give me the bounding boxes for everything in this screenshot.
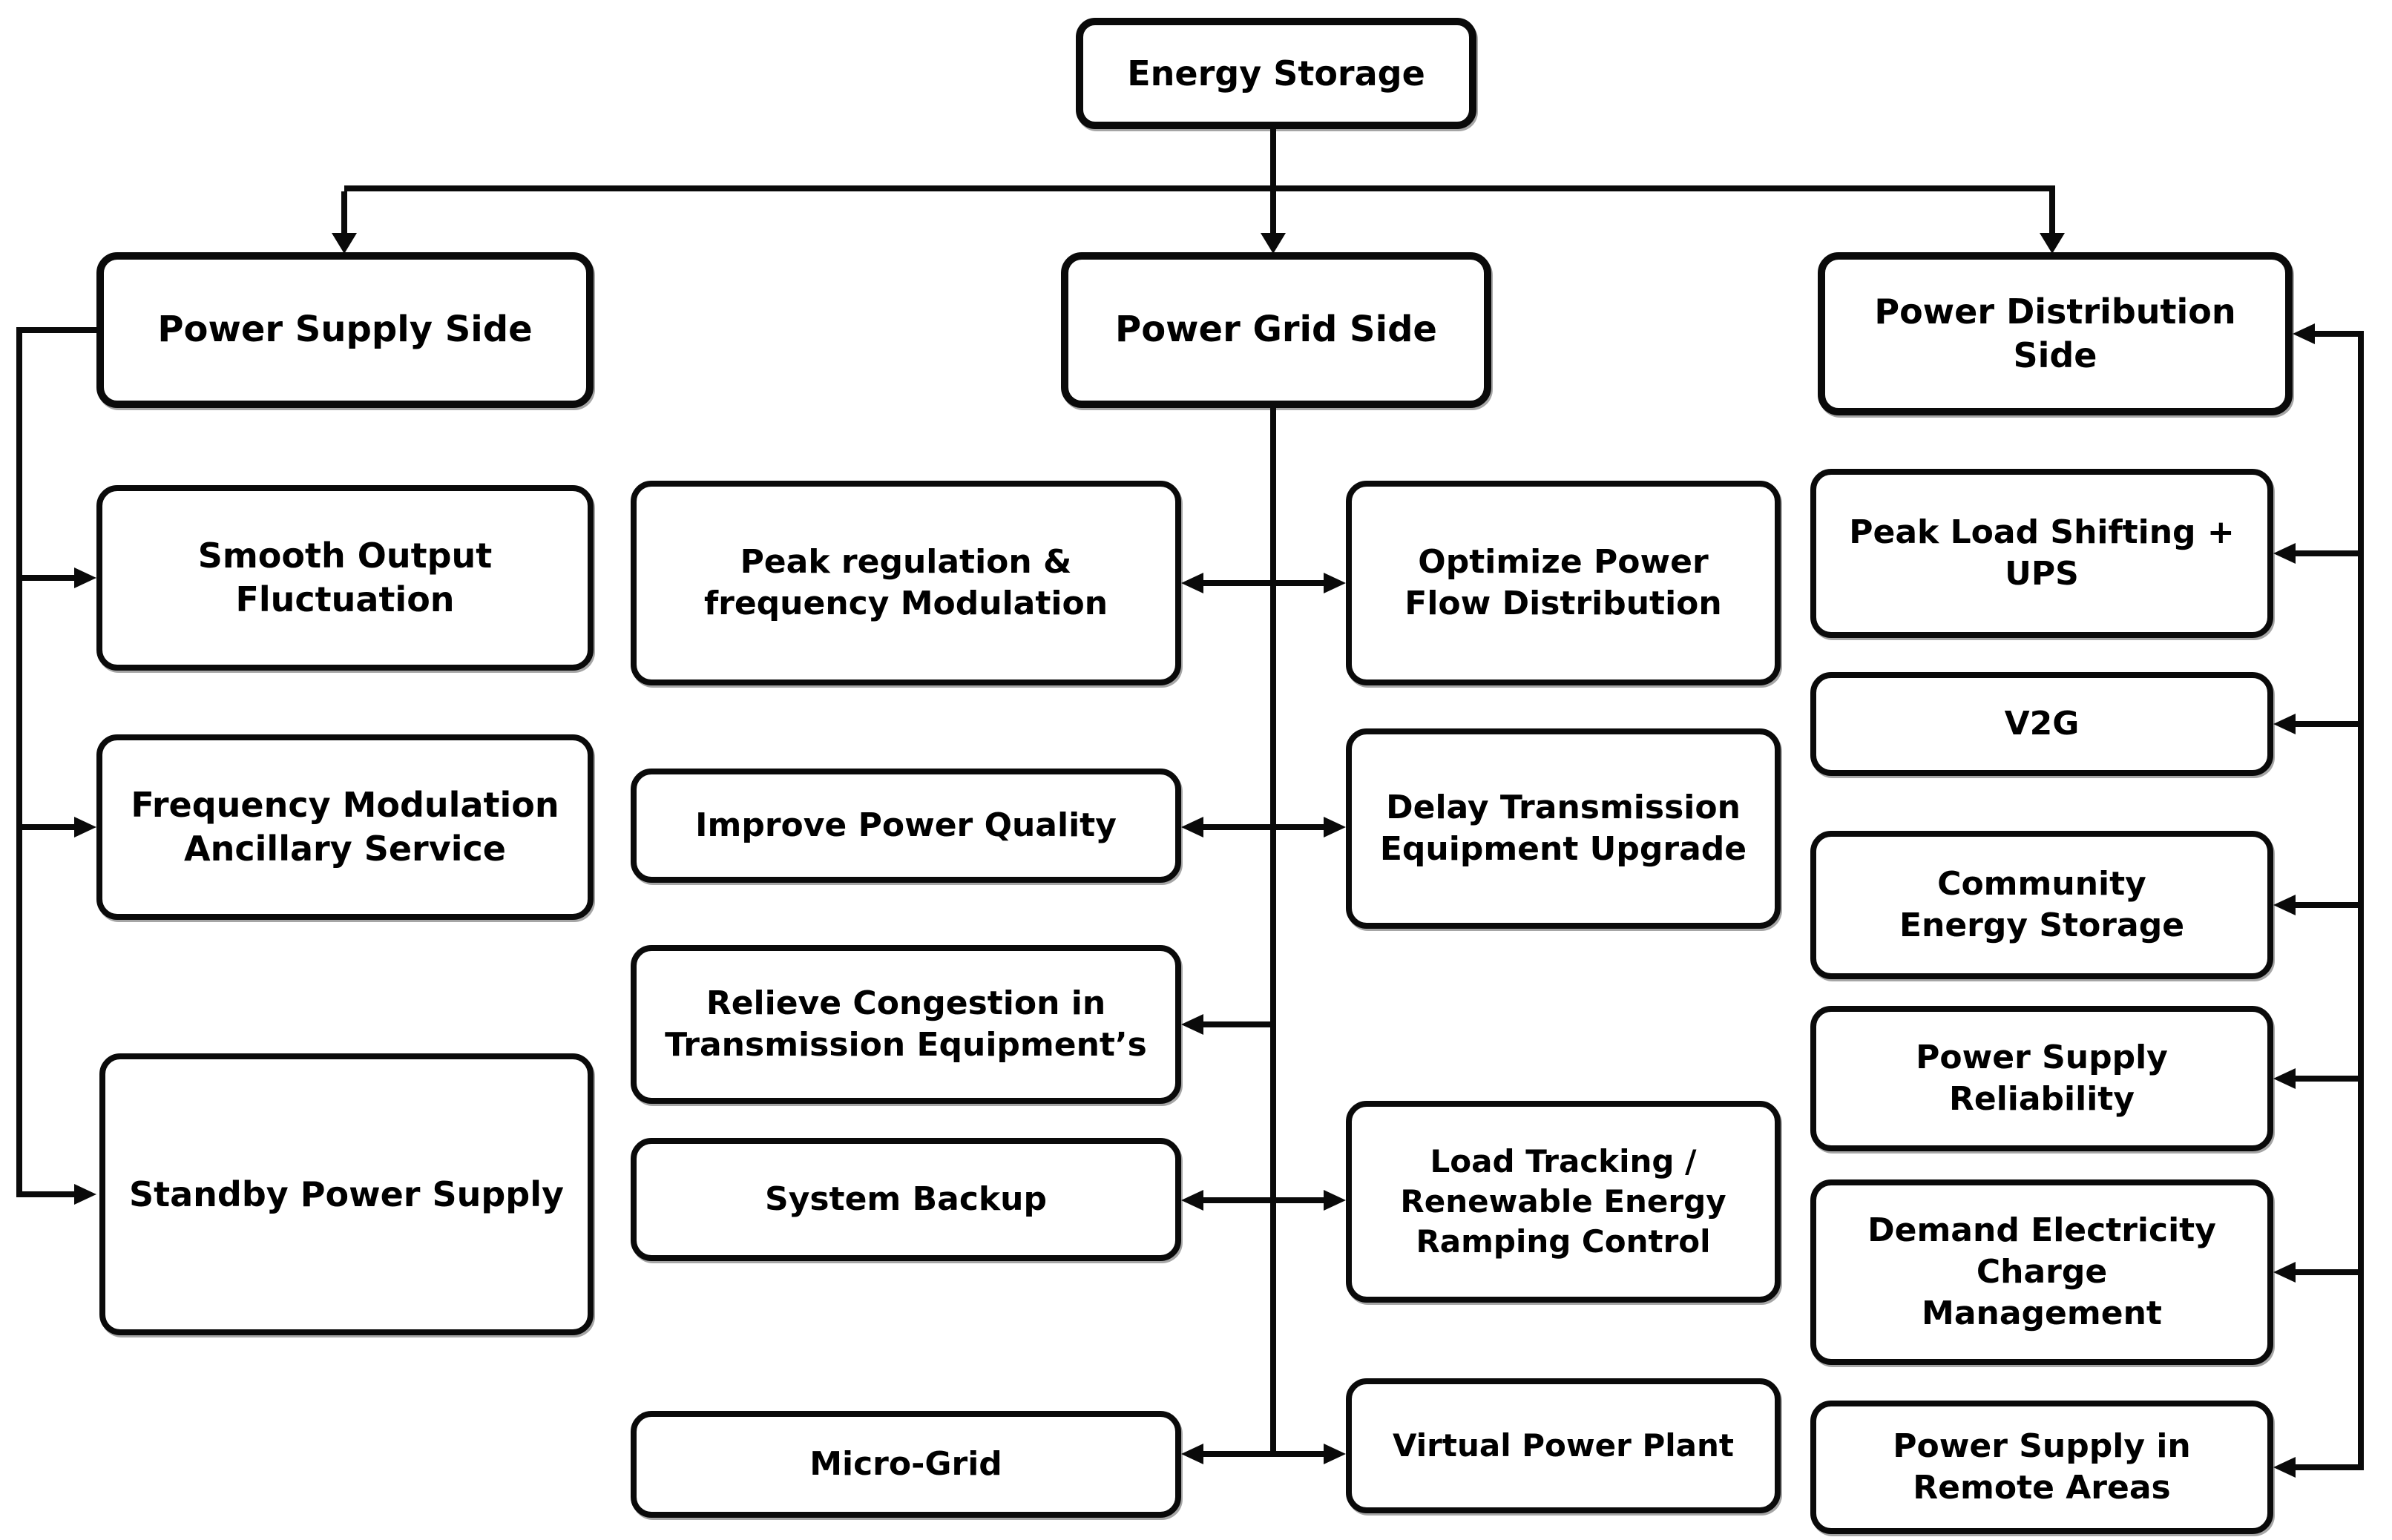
node-label: Power Supply Side: [157, 309, 533, 351]
node-frequency-modulation-ancillary-service: Frequency Modulation Ancillary Service: [96, 734, 594, 920]
edge-branch-distribution-header: [2312, 331, 2361, 337]
arrow-into-community-icon: [2273, 895, 2296, 915]
node-label: Demand Electricity Charge Management: [1867, 1211, 2216, 1333]
arrow-into-reliability-icon: [2273, 1068, 2296, 1089]
arrow-down-into-supply-icon: [332, 233, 357, 254]
edge-drop-to-distribution: [2049, 191, 2055, 234]
node-label: Community Energy Storage: [1899, 864, 2185, 944]
node-system-backup: System Backup: [631, 1138, 1181, 1261]
edge-center-trunk: [1270, 408, 1276, 1457]
node-label: Improve Power Quality: [695, 806, 1117, 844]
node-label: Load Tracking / Renewable Energy Ramping…: [1400, 1143, 1726, 1260]
node-label: Micro-Grid: [809, 1444, 1002, 1483]
edge-top-distribution-bar: [344, 185, 2055, 191]
node-power-distribution-side: Power Distribution Side: [1818, 252, 2293, 415]
edge-root-stem: [1270, 129, 1276, 188]
node-relieve-congestion: Relieve Congestion in Transmission Equip…: [631, 945, 1181, 1104]
edge-drop-to-supply: [341, 191, 347, 234]
node-label: Frequency Modulation Ancillary Service: [131, 785, 559, 869]
arrow-into-loadtrack-icon: [1324, 1190, 1346, 1211]
node-label: Energy Storage: [1127, 53, 1425, 93]
arrow-into-smooth-icon: [74, 567, 96, 588]
node-improve-power-quality: Improve Power Quality: [631, 769, 1181, 883]
arrow-into-relieve-icon: [1181, 1014, 1203, 1035]
node-smooth-output-fluctuation: Smooth Output Fluctuation: [96, 485, 594, 671]
edge-branch-smooth: [19, 575, 77, 581]
edge-branch-v2g: [2293, 721, 2361, 727]
edge-branch-freqmod: [19, 824, 77, 830]
node-label: Peak Load Shifting + UPS: [1849, 513, 2235, 593]
node-label: Power Supply Reliability: [1916, 1038, 2168, 1118]
edge-branch-demand: [2293, 1269, 2361, 1275]
node-demand-charge-management: Demand Electricity Charge Management: [1810, 1179, 2273, 1365]
node-peak-load-shifting-ups: Peak Load Shifting + UPS: [1810, 469, 2273, 638]
node-label: Delay Transmission Equipment Upgrade: [1379, 788, 1747, 868]
edge-drop-to-grid: [1270, 191, 1276, 234]
arrow-into-v2g-icon: [2273, 714, 2296, 734]
arrow-into-vpp-icon: [1324, 1444, 1346, 1464]
arrow-into-remote-icon: [2273, 1457, 2296, 1478]
edge-row-relieve: [1202, 1021, 1273, 1027]
node-power-supply-reliability: Power Supply Reliability: [1810, 1006, 2273, 1151]
arrow-into-peakreg-icon: [1181, 573, 1203, 593]
arrow-into-optimize-icon: [1324, 573, 1346, 593]
arrow-into-standby-icon: [74, 1184, 96, 1205]
node-community-energy-storage: Community Energy Storage: [1810, 831, 2273, 979]
node-label: Virtual Power Plant: [1393, 1427, 1734, 1464]
arrow-into-demand-icon: [2273, 1262, 2296, 1283]
arrow-into-freqmod-icon: [74, 817, 96, 838]
edge-right-trunk: [2358, 331, 2364, 1470]
node-micro-grid: Micro-Grid: [631, 1411, 1181, 1518]
node-v2g: V2G: [1810, 672, 2273, 776]
node-peak-regulation-frequency-modulation: Peak regulation & frequency Modulation: [631, 481, 1181, 685]
node-optimize-power-flow: Optimize Power Flow Distribution: [1346, 481, 1781, 685]
edge-row-backup-loadtrack: [1202, 1197, 1325, 1203]
node-label: Relieve Congestion in Transmission Equip…: [665, 984, 1147, 1064]
node-label: Power Supply in Remote Areas: [1893, 1427, 2191, 1507]
node-load-tracking-ramping: Load Tracking / Renewable Energy Ramping…: [1346, 1101, 1781, 1303]
node-power-supply-remote-areas: Power Supply in Remote Areas: [1810, 1401, 2273, 1534]
arrow-into-peakload-icon: [2273, 543, 2296, 564]
arrow-down-into-grid-icon: [1261, 233, 1286, 254]
node-power-grid-side: Power Grid Side: [1061, 252, 1491, 408]
arrow-down-into-distribution-icon: [2040, 233, 2065, 254]
node-label: Power Grid Side: [1115, 309, 1437, 351]
edge-branch-remote: [2293, 1464, 2361, 1470]
node-standby-power-supply: Standby Power Supply: [99, 1053, 594, 1335]
edge-branch-standby: [19, 1191, 77, 1197]
edge-supply-to-trunk: [19, 327, 96, 333]
edge-branch-community: [2293, 902, 2361, 908]
node-label: System Backup: [765, 1179, 1047, 1218]
node-label: Peak regulation & frequency Modulation: [703, 542, 1108, 622]
edge-row-microgrid-vpp: [1202, 1451, 1325, 1457]
node-virtual-power-plant: Virtual Power Plant: [1346, 1378, 1781, 1513]
node-label: Smooth Output Fluctuation: [197, 536, 493, 619]
edge-left-trunk: [16, 327, 22, 1197]
arrow-into-backup-icon: [1181, 1190, 1203, 1211]
node-energy-storage: Energy Storage: [1076, 18, 1476, 129]
edge-row-peakreg-optimize: [1202, 580, 1325, 586]
arrow-into-quality-icon: [1181, 817, 1203, 838]
node-label: V2G: [2004, 704, 2080, 743]
node-power-supply-side: Power Supply Side: [96, 252, 594, 408]
edge-branch-reliability: [2293, 1076, 2361, 1082]
node-label: Power Distribution Side: [1874, 292, 2236, 375]
arrow-into-delay-icon: [1324, 817, 1346, 838]
edge-branch-peakload: [2293, 550, 2361, 556]
node-label: Optimize Power Flow Distribution: [1404, 542, 1722, 622]
arrow-into-microgrid-icon: [1181, 1444, 1203, 1464]
edge-row-quality-delay: [1202, 824, 1325, 830]
arrow-into-distribution-header-icon: [2293, 323, 2315, 344]
node-label: Standby Power Supply: [129, 1174, 564, 1214]
node-delay-transmission-upgrade: Delay Transmission Equipment Upgrade: [1346, 728, 1781, 929]
